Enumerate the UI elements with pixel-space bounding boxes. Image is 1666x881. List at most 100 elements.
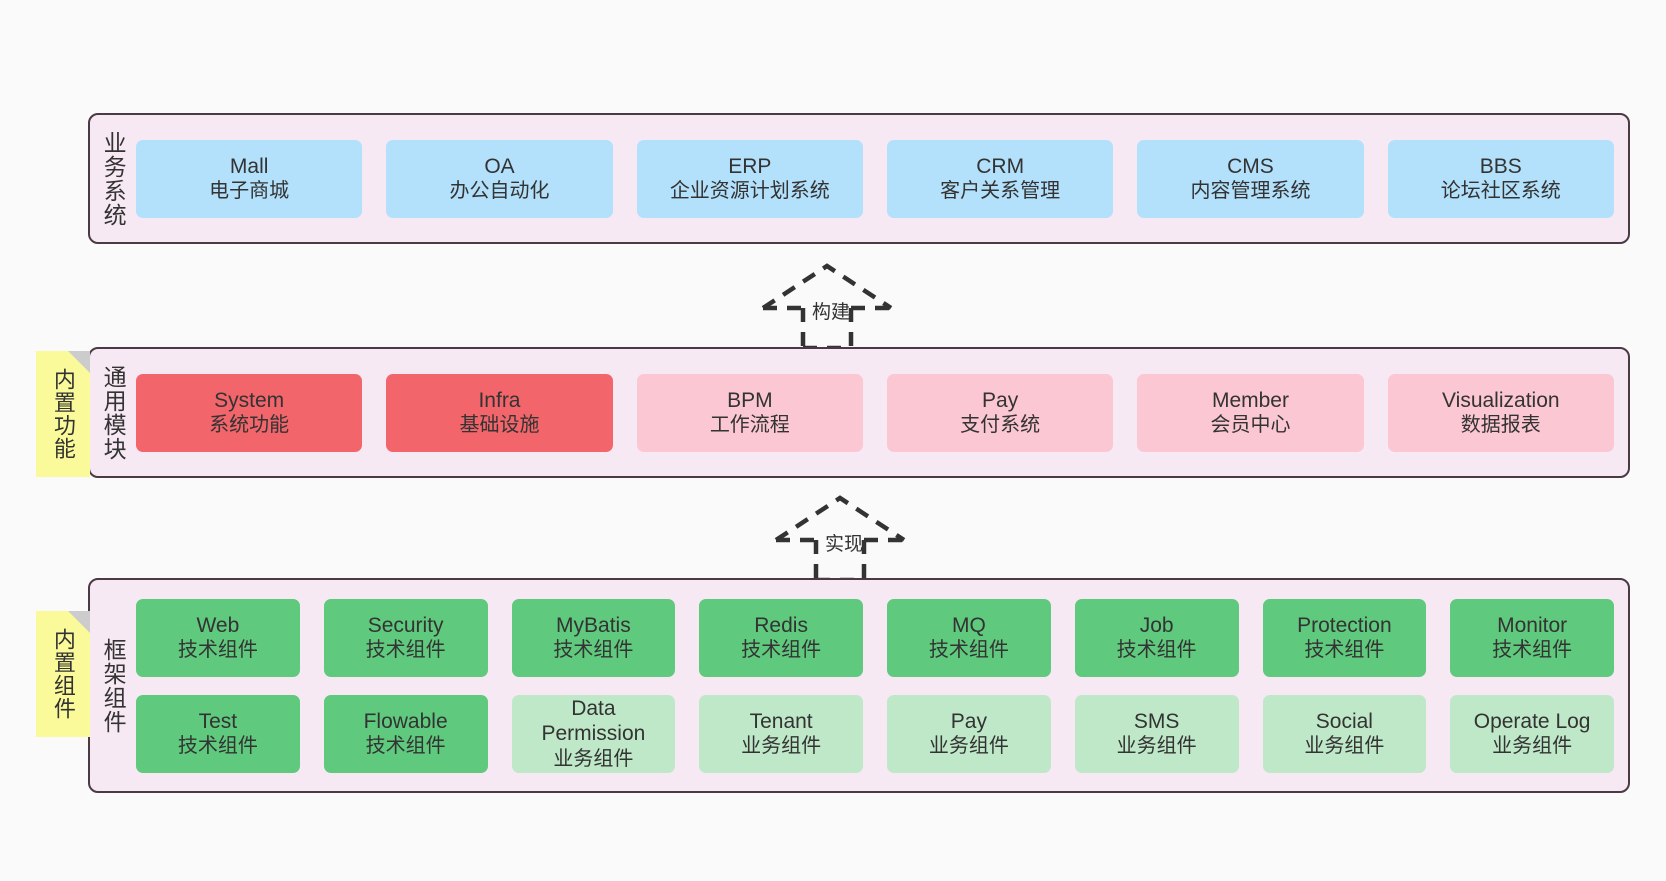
biz-component-box-6-name: Social bbox=[1315, 709, 1373, 733]
tech-component-box-3-name: Redis bbox=[754, 613, 808, 637]
tech-component-box-2-desc: 技术组件 bbox=[553, 639, 634, 662]
business-system-box-0-desc: 电子商城 bbox=[209, 180, 290, 203]
biz-component-box-0-desc: 技术组件 bbox=[177, 735, 258, 758]
tech-component-box-1-desc: 技术组件 bbox=[365, 639, 446, 662]
common-module-box-5-name: Visualization bbox=[1442, 388, 1560, 412]
business-system-box-5-name: BBS bbox=[1479, 154, 1522, 178]
tech-component-box-3-desc: 技术组件 bbox=[741, 639, 822, 662]
biz-component-box-4-name: Pay bbox=[950, 709, 987, 733]
biz-component-box-2-desc: 业务组件 bbox=[553, 747, 634, 770]
common-modules-title: 通用模块 bbox=[100, 364, 127, 461]
tech-component-box-7-desc: 技术组件 bbox=[1492, 639, 1573, 662]
note-fold-icon bbox=[68, 351, 90, 373]
biz-component-box-1-name: Flowable bbox=[363, 709, 448, 733]
connector-build-label: 构建 bbox=[812, 302, 851, 323]
common-module-box-0-name: System bbox=[214, 388, 285, 412]
note-builtin-functions-label: 内置功能 bbox=[50, 368, 76, 460]
note-builtin-functions: 内置功能 bbox=[36, 351, 90, 477]
tech-component-box-7-name: Monitor bbox=[1497, 613, 1568, 637]
tech-component-box-2-name: MyBatis bbox=[556, 613, 631, 637]
tech-component-box-5-desc: 技术组件 bbox=[1116, 639, 1197, 662]
business-system-box-1-desc: 办公自动化 bbox=[449, 180, 550, 203]
tech-component-box-5-name: Job bbox=[1139, 613, 1174, 637]
biz-component-box-0-name: Test bbox=[198, 709, 238, 733]
biz-component-box-1-desc: 技术组件 bbox=[365, 735, 446, 758]
common-module-box-2-desc: 工作流程 bbox=[709, 414, 790, 437]
common-module-box-5-desc: 数据报表 bbox=[1460, 414, 1541, 437]
common-module-box-0-desc: 系统功能 bbox=[209, 414, 290, 437]
biz-component-box-5-desc: 业务组件 bbox=[1116, 735, 1197, 758]
business-system-box-1-name: OA bbox=[484, 154, 515, 178]
biz-component-box-2-name: Data Permission bbox=[541, 696, 646, 746]
common-module-box-2-name: BPM bbox=[727, 388, 773, 412]
biz-component-box-4-desc: 业务组件 bbox=[928, 735, 1009, 758]
common-module-box-4-name: Member bbox=[1211, 388, 1289, 412]
business-system-box-2-desc: 企业资源计划系统 bbox=[669, 180, 830, 203]
business-system-box-3-name: CRM bbox=[976, 154, 1025, 178]
tech-component-box-0-desc: 技术组件 bbox=[177, 639, 258, 662]
tech-component-box-4-name: MQ bbox=[951, 613, 986, 637]
tech-component-box-1-name: Security bbox=[367, 613, 444, 637]
biz-component-box-6-desc: 业务组件 bbox=[1304, 735, 1385, 758]
biz-component-box-3-name: Tenant bbox=[749, 709, 813, 733]
common-module-box-1-name: Infra bbox=[478, 388, 521, 412]
note-builtin-components: 内置组件 bbox=[36, 611, 90, 737]
tech-component-box-6-desc: 技术组件 bbox=[1304, 639, 1385, 662]
business-system-box-3-desc: 客户关系管理 bbox=[940, 180, 1061, 203]
note-builtin-components-label: 内置组件 bbox=[50, 628, 76, 720]
biz-component-box-7-desc: 业务组件 bbox=[1492, 735, 1573, 758]
business-system-box-0-name: Mall bbox=[229, 154, 269, 178]
connector-implement-label: 实现 bbox=[825, 534, 864, 555]
common-module-box-1-desc: 基础设施 bbox=[459, 414, 540, 437]
biz-component-box-7-name: Operate Log bbox=[1473, 709, 1591, 733]
biz-component-box-5-name: SMS bbox=[1133, 709, 1180, 733]
note-fold-icon bbox=[68, 611, 90, 633]
connector-build: 构建 bbox=[755, 260, 915, 351]
business-systems-title: 业务系统 bbox=[100, 130, 127, 227]
common-module-box-3-desc: 支付系统 bbox=[960, 414, 1041, 437]
business-system-box-4-desc: 内容管理系统 bbox=[1190, 180, 1311, 203]
framework-components-title: 框架组件 bbox=[100, 637, 127, 734]
common-module-box-3-name: Pay bbox=[982, 388, 1019, 412]
tech-component-box-6-name: Protection bbox=[1297, 613, 1392, 637]
biz-component-box-3-desc: 业务组件 bbox=[741, 735, 822, 758]
